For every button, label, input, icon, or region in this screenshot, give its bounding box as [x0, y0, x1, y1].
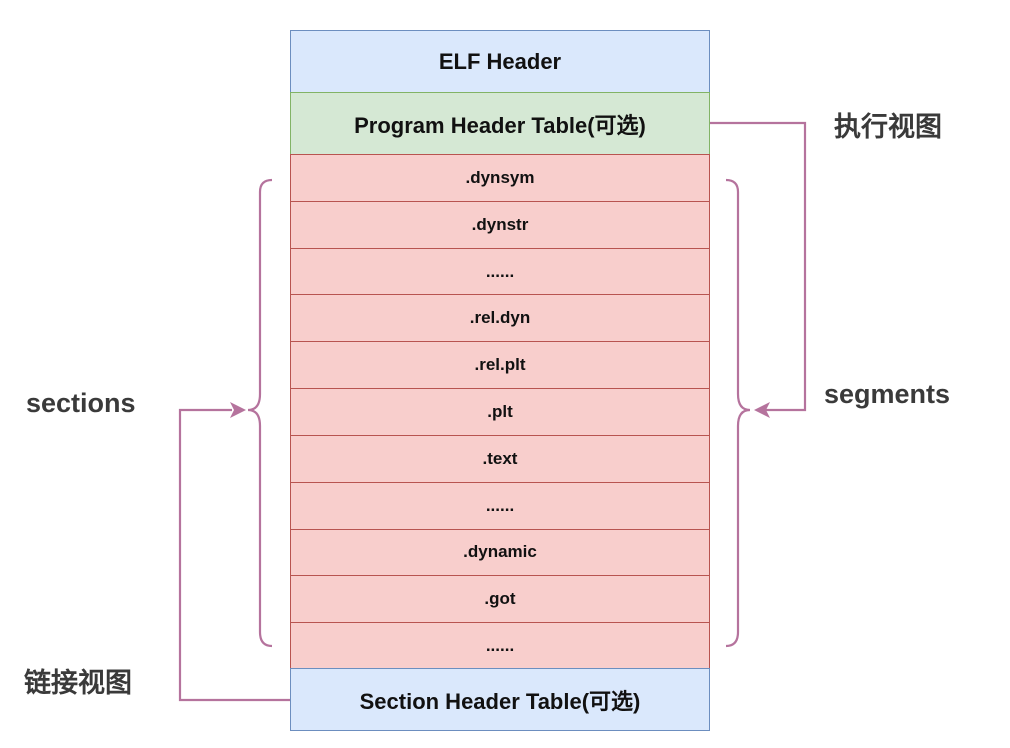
section-name: .got — [484, 589, 516, 609]
section-row: .dynstr — [290, 200, 710, 249]
execution-view-label: 执行视图 — [834, 112, 942, 142]
section-row: .rel.plt — [290, 341, 710, 390]
sections-label: sections — [26, 388, 136, 418]
linking-view-label: 链接视图 — [24, 668, 132, 698]
section-row: ...... — [290, 622, 710, 670]
section-name: .rel.plt — [474, 355, 526, 375]
section-name: .rel.dyn — [469, 308, 531, 328]
elf-header-label: ELF Header — [438, 48, 562, 74]
section-row: .plt — [290, 388, 710, 436]
section-name: .dynsym — [465, 167, 535, 187]
execution-view-connector — [710, 121, 807, 412]
program-header-table-label: Program Header Table(可选) — [354, 112, 646, 138]
section-row: ...... — [290, 481, 710, 530]
section-row: .dynamic — [290, 528, 710, 577]
segments-arrowhead — [754, 402, 770, 418]
program-header-table-block: Program Header Table(可选) — [290, 92, 710, 155]
section-name: .text — [482, 448, 518, 468]
segments-label: segments — [824, 379, 951, 409]
linking-view-connector — [178, 408, 290, 702]
section-name: ...... — [485, 636, 515, 656]
section-header-table-block: Section Header Table(可选) — [290, 668, 710, 731]
section-row: .dynsym — [290, 154, 710, 202]
section-row: .got — [290, 575, 710, 624]
sections-arrowhead — [230, 402, 246, 418]
section-row: .text — [290, 434, 710, 483]
section-name: .dynamic — [463, 542, 537, 562]
section-row: ...... — [290, 247, 710, 296]
sections-left-brace — [247, 178, 273, 648]
segments-right-brace — [725, 178, 751, 648]
section-name: .dynstr — [471, 214, 529, 234]
elf-header-block: ELF Header — [290, 30, 710, 93]
section-name: ...... — [485, 261, 515, 281]
section-row: .rel.dyn — [290, 294, 710, 343]
section-name: ...... — [485, 495, 515, 515]
section-header-table-label: Section Header Table(可选) — [359, 688, 641, 714]
section-name: .plt — [487, 401, 513, 421]
